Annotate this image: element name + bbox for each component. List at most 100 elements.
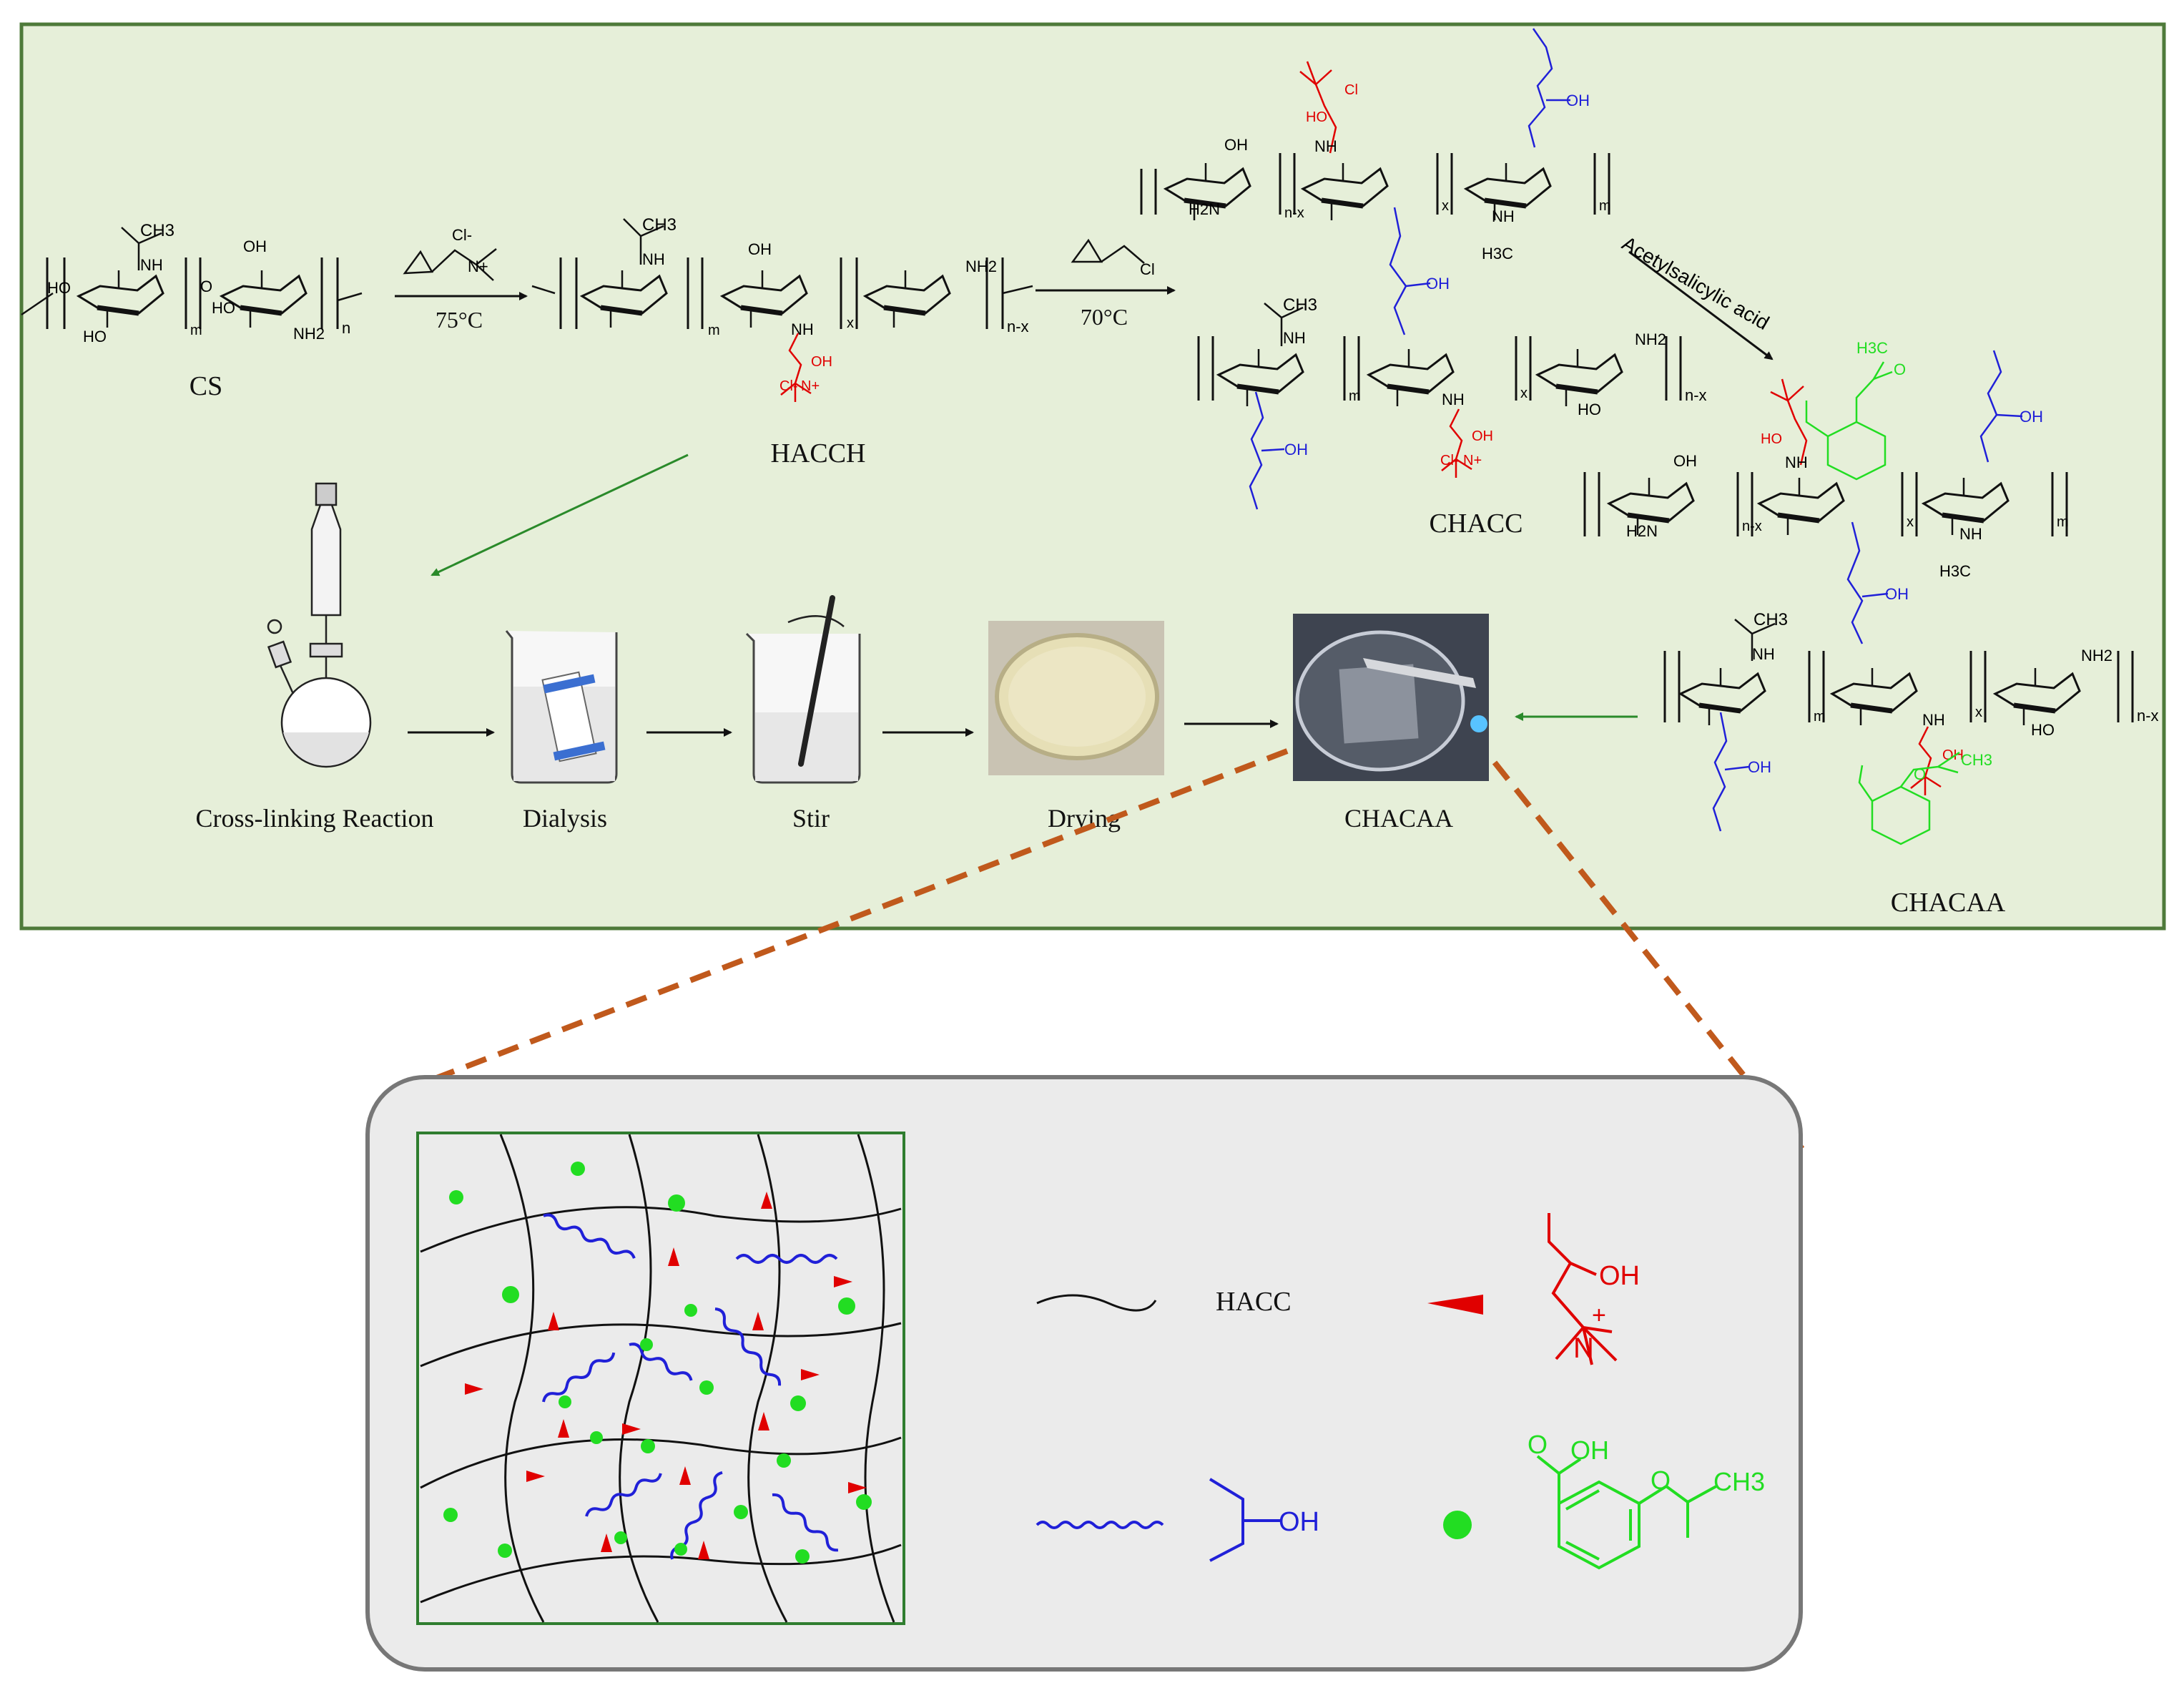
chacc-nh-quat-low: NH (1442, 391, 1465, 408)
cs-ho-3: HO (212, 299, 235, 317)
legend-quat-plus: + (1592, 1302, 1606, 1329)
chacc-quat-nh: NH (1314, 137, 1337, 155)
chacaa-asp-o-low: O (1914, 765, 1926, 783)
chacc-quat-cl-low: Cl- (1440, 453, 1459, 468)
chacaa-asp-h3c-top: H3C (1856, 339, 1888, 357)
stir-beaker-icon (745, 595, 861, 784)
chacc-nh-low: NH (1283, 329, 1306, 347)
step2-condition: 70°C (1081, 304, 1128, 330)
legend-aspirin-structure (1536, 1455, 1717, 1570)
step2-reagent: Cl (1071, 238, 1155, 278)
step-label-chacaa: CHACAA (1344, 804, 1453, 833)
chacc-oh-top: OH (1224, 136, 1248, 154)
chacc-structure: H2N OH n-x x m NH H3C Cl HO NH OH OH CH3… (1140, 28, 1707, 510)
chacaa-m-low: m (1814, 709, 1826, 725)
step1-reagent: Cl- N+ (403, 226, 497, 281)
chacaa-asp-o-top: O (1894, 360, 1906, 378)
step1-cl-minus: Cl- (452, 226, 472, 244)
chacaa-nx-top: n-x (1742, 519, 1762, 534)
chacaa-ho-low: HO (2031, 721, 2055, 739)
chacaa-label: CHACAA (1891, 888, 2006, 918)
zoom-line-left (396, 748, 1289, 1096)
step-label-cross-linking: Cross-linking Reaction (196, 804, 434, 833)
drying-dish-photo (988, 621, 1164, 775)
chacaa-asp-ch3-low: CH3 (1961, 751, 1992, 769)
chacc-quat-ho: HO (1306, 109, 1327, 125)
chacc-label: CHACC (1430, 509, 1523, 539)
legend-hacc-label: HACC (1216, 1287, 1292, 1317)
cs-n: n (342, 319, 350, 337)
step1-n-plus: N+ (468, 257, 488, 275)
chacc-linker-oh-top: OH (1566, 92, 1590, 109)
chacaa-structure: H2N OH n-x x m NH H3C HO NH H3C O OH OH … (1583, 339, 2159, 845)
chacaa-film-photo (1293, 614, 1489, 781)
cs-ho-2: HO (83, 328, 107, 345)
legend-quat-n: N (1573, 1333, 1594, 1364)
chacc-nh-top: NH (1492, 207, 1515, 225)
chacaa-nh-low: NH (1752, 645, 1775, 663)
chacc-m-low: m (1349, 388, 1361, 404)
hacch-oh: OH (748, 240, 772, 258)
cs-o: O (200, 278, 212, 295)
legend-hacc-line (1036, 1294, 1157, 1312)
chacaa-nh-top: NH (1959, 525, 1982, 543)
cs-ch3: CH3 (140, 221, 174, 240)
hacch-quat-cl: Cl- (779, 378, 798, 394)
chacc-linker-oh-low: OH (1284, 441, 1308, 458)
chacaa-nh-quat-low: NH (1922, 711, 1945, 729)
chacaa-linker-oh-top: OH (2020, 408, 2043, 426)
hacch-x: x (847, 315, 854, 331)
cs-ho-1: HO (47, 279, 71, 297)
step3-arrow (1628, 250, 1774, 360)
step-label-dialysis: Dialysis (523, 804, 607, 833)
chacc-m-top: m (1599, 198, 1611, 214)
legend-linker-oh: OH (1279, 1507, 1319, 1537)
network-diagram (416, 1132, 905, 1625)
chacc-nx-low: n-x (1685, 386, 1707, 404)
chacaa-ch3-low: CH3 (1753, 610, 1788, 629)
chacaa-x-low: x (1975, 705, 1982, 720)
chacaa-quat-nh-top: NH (1785, 453, 1808, 471)
chacc-x-top: x (1442, 198, 1449, 214)
chacaa-h2n: H2N (1626, 522, 1658, 540)
chacc-linker-oh-mid: OH (1426, 275, 1450, 293)
hacch-ch3: CH3 (642, 215, 677, 235)
legend-quat-marker (1427, 1295, 1483, 1315)
chacc-quat-cl: Cl (1344, 82, 1358, 98)
legend-quat-structure (1548, 1213, 1618, 1365)
chacc-quat-oh-low: OH (1472, 428, 1493, 444)
hacch-quat-n: N+ (801, 378, 820, 394)
hacch-quat-oh: OH (811, 354, 832, 370)
cross-linking-apparatus-icon (267, 482, 372, 768)
chacaa-x-top: x (1907, 514, 1914, 530)
legend-quat-oh: OH (1599, 1261, 1640, 1291)
cs-nh2: NH2 (293, 325, 325, 343)
hacch-nh-quat: NH (791, 320, 814, 338)
chacc-ho-low: HO (1578, 401, 1601, 418)
hacch-m: m (708, 323, 720, 338)
hacch-structure: CH3 NH OH NH2 NH OH Cl- N+ m x n-x (531, 215, 1033, 403)
chacc-ch3-low: CH3 (1283, 295, 1317, 315)
step2-cl: Cl (1140, 260, 1155, 278)
legend-aspirin-dot (1443, 1511, 1472, 1539)
cs-structure: CH3 NH HO HO OH HO NH2 O m n (21, 221, 363, 345)
step1-condition: 75°C (436, 307, 483, 333)
chacc-h3c-top: H3C (1482, 245, 1513, 262)
zoom-line-right (1492, 760, 1805, 1151)
chacaa-m-top: m (2057, 514, 2069, 530)
chacaa-linker-oh-low: OH (1748, 758, 1771, 776)
legend-linker-wave (1036, 1521, 1164, 1529)
hacch-nx: n-x (1007, 318, 1029, 335)
step-label-stir: Stir (792, 804, 830, 833)
legend-aspirin-o: O (1651, 1466, 1671, 1495)
dialysis-beaker-icon (505, 630, 618, 784)
synthesis-panel (19, 22, 2166, 931)
legend-aspirin-carbonyl-o: O (1528, 1430, 1548, 1459)
chacc-x-low: x (1520, 386, 1528, 401)
chacaa-nh2-low: NH2 (2081, 647, 2112, 664)
cs-oh: OH (243, 237, 267, 255)
legend-aspirin-ch3: CH3 (1713, 1467, 1765, 1496)
hacch-label: HACCH (770, 438, 865, 468)
chacaa-h3c-top: H3C (1939, 562, 1971, 580)
